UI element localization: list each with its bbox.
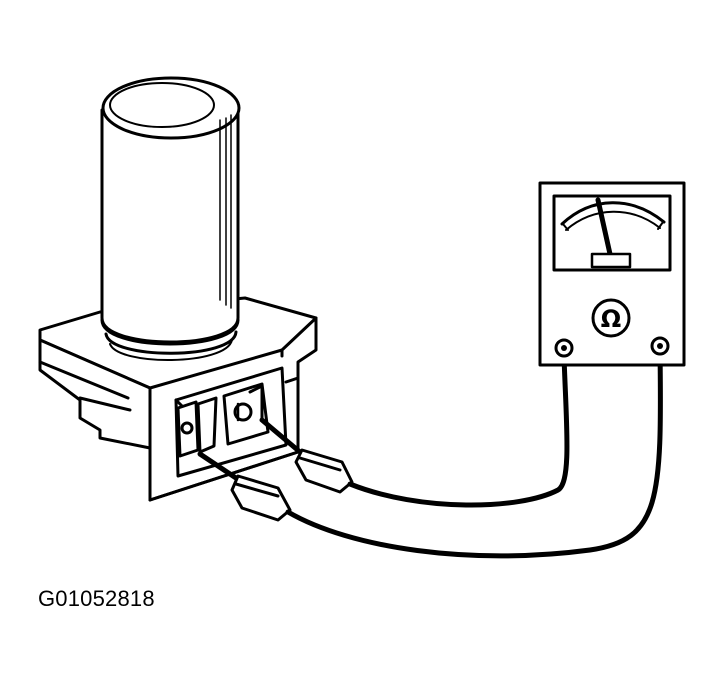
test-probe-right bbox=[259, 417, 354, 494]
test-probe-left bbox=[197, 451, 292, 522]
test-leads bbox=[285, 347, 663, 559]
meter-jack-right bbox=[650, 336, 670, 356]
meter-jack-left bbox=[554, 338, 574, 358]
ohm-symbol: Ω bbox=[601, 305, 621, 333]
relay-terminals bbox=[176, 382, 270, 458]
ohm-symbol-icon: Ω bbox=[591, 298, 631, 338]
relay-can bbox=[100, 76, 241, 362]
figure-id-label: G01052818 bbox=[38, 586, 155, 611]
